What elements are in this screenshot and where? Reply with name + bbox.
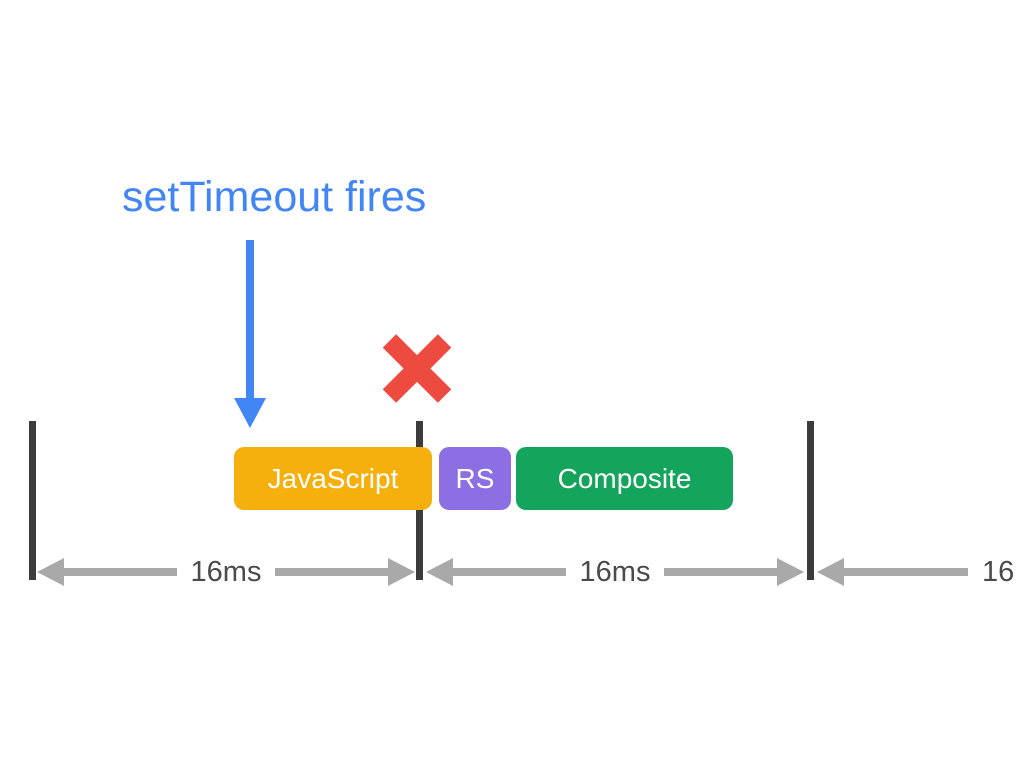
interval-duration-label: 16ms xyxy=(579,555,651,588)
arrow-head xyxy=(234,398,266,428)
interval-duration-label: 16 xyxy=(982,555,1015,588)
frame-interval-arrow-3: 16 xyxy=(817,555,1024,588)
task-label: Composite xyxy=(557,462,692,494)
frame-boundary-bar-3 xyxy=(807,421,814,580)
arrow-line xyxy=(844,568,968,576)
task-block-composite: Composite xyxy=(516,447,733,510)
arrow-line xyxy=(664,568,778,576)
arrow-right-icon xyxy=(777,558,805,586)
task-label: JavaScript xyxy=(267,462,399,494)
frame-boundary-bar-1 xyxy=(29,421,36,580)
red-x-mark-icon xyxy=(382,333,452,403)
interval-duration-label: 16ms xyxy=(190,555,262,588)
frame-interval-arrow-2: 16ms xyxy=(426,555,805,588)
settimeout-fires-label: setTimeout fires xyxy=(122,173,427,221)
arrow-left-icon xyxy=(37,558,64,586)
task-label: RS xyxy=(455,462,495,494)
arrow-right-icon xyxy=(388,558,416,586)
arrow-line xyxy=(453,568,566,576)
arrow-line xyxy=(275,568,389,576)
arrow-left-icon xyxy=(426,558,453,586)
task-block-raster: RS xyxy=(439,447,511,510)
arrow-shaft xyxy=(246,240,254,400)
task-block-javascript: JavaScript xyxy=(234,447,432,510)
arrow-line xyxy=(64,568,177,576)
arrow-left-icon xyxy=(817,558,844,586)
frame-interval-arrow-1: 16ms xyxy=(37,555,416,588)
